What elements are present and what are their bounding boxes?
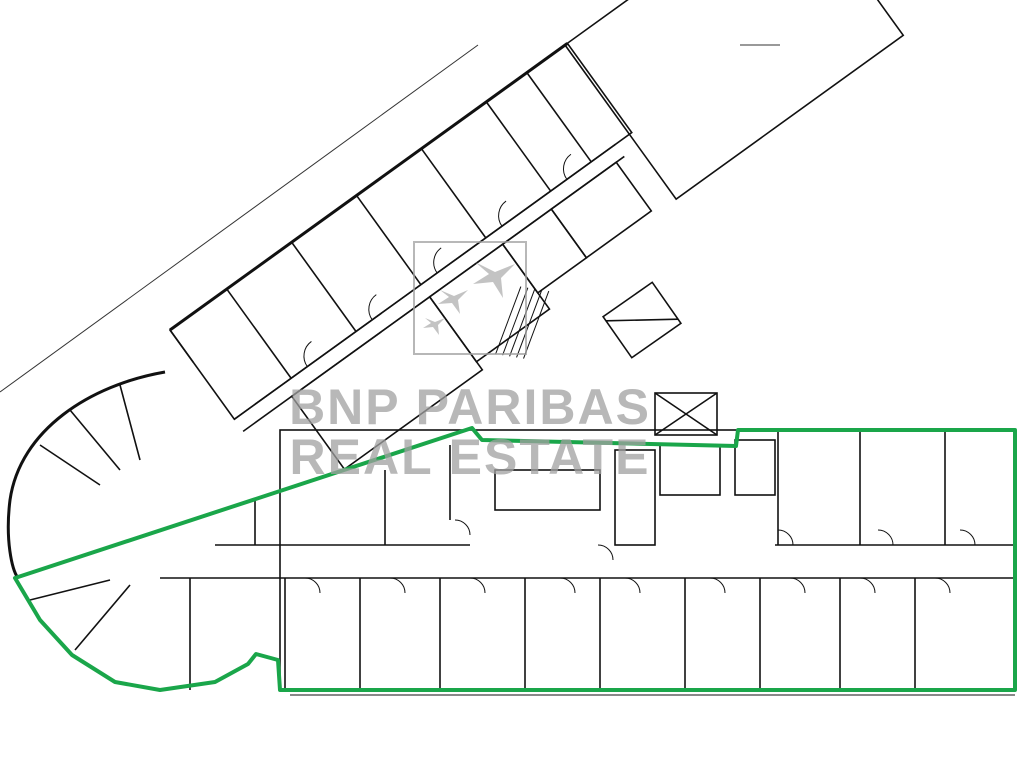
elevator-shafts (601, 281, 718, 436)
site-boundary-line (0, 44, 479, 393)
north-wing-end (563, 0, 905, 201)
watermark-line-2: REAL ESTATE (289, 429, 651, 485)
rotunda-partitions (29, 384, 141, 651)
watermark-line-1: BNP PARIBAS (289, 379, 651, 435)
rotunda-wall (6, 370, 166, 579)
highlighted-area-outline[interactable] (13, 426, 1017, 692)
bnp-paribas-logo (413, 241, 527, 355)
north-wing (168, 42, 653, 471)
